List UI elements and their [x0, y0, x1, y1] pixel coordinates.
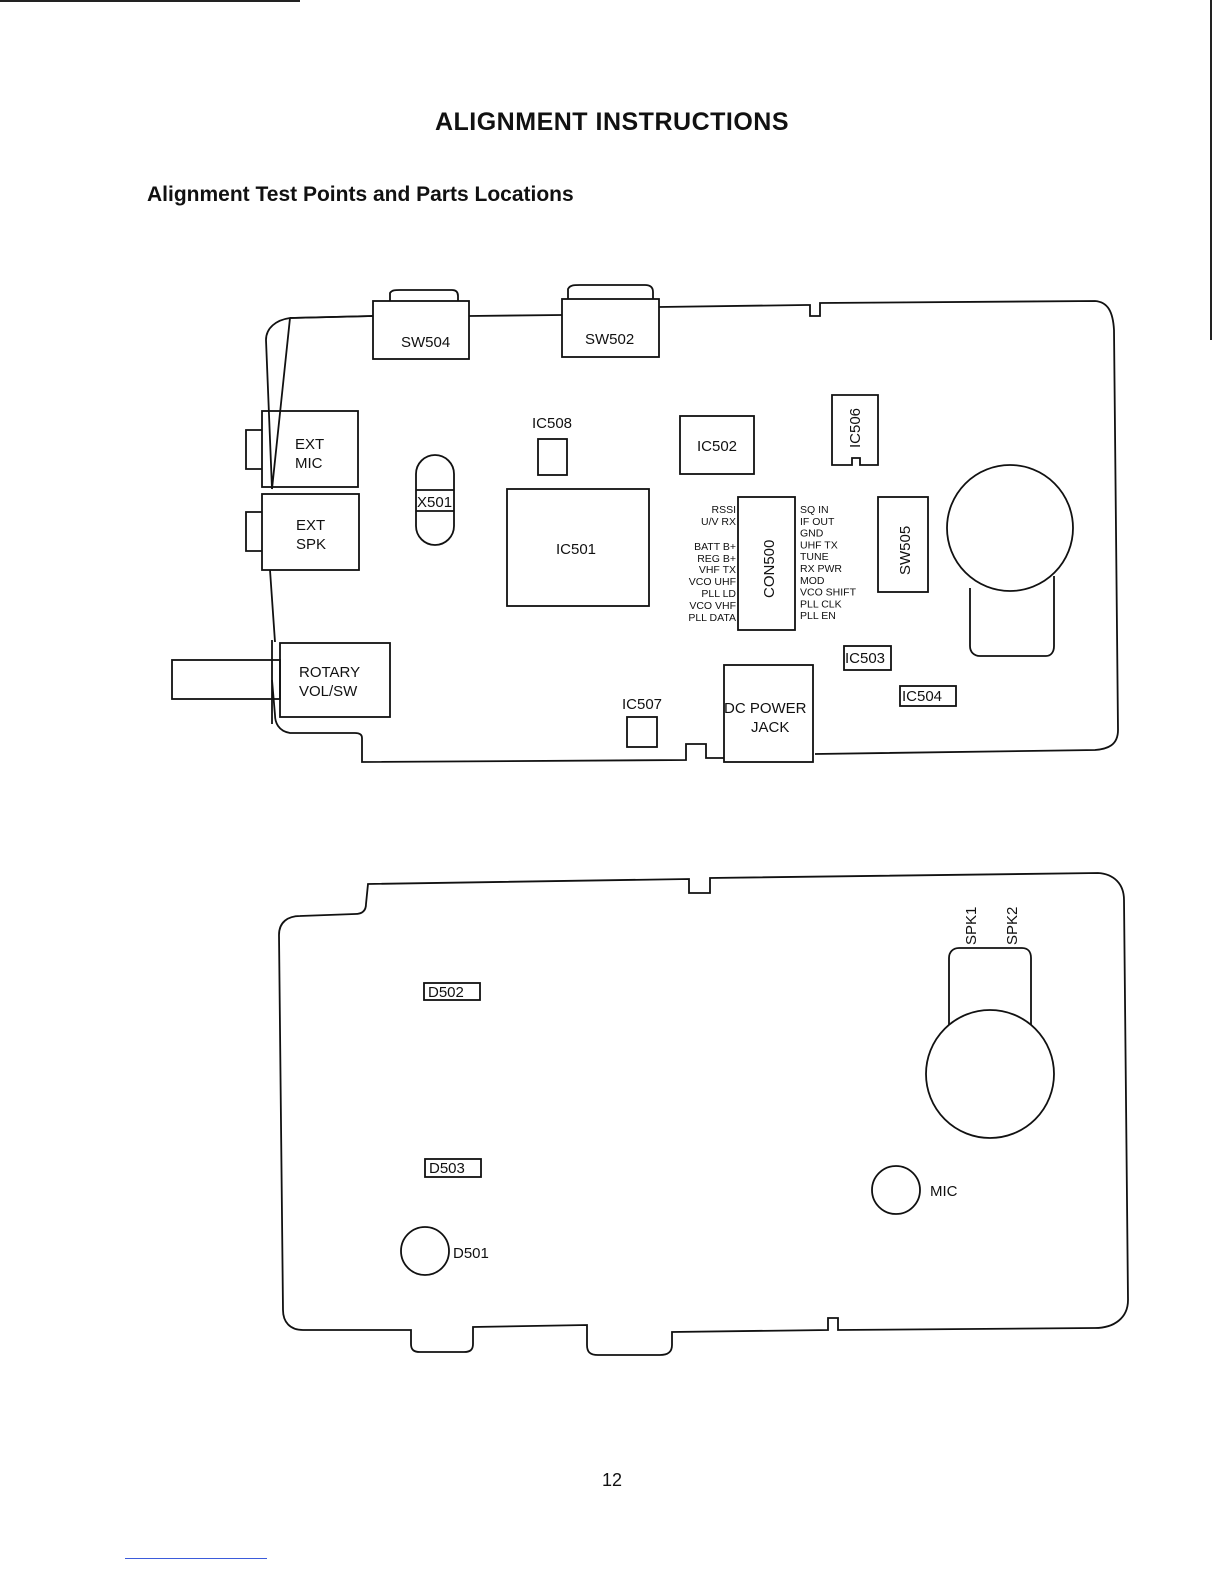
con500-right-pin-3: UHF TX [800, 539, 838, 551]
d501-label: D501 [453, 1245, 489, 1262]
con500-left-pin-5: VCO UHF [689, 576, 736, 588]
page-title: ALIGNMENT INSTRUCTIONS [434, 108, 790, 136]
ext-spk-label-2: SPK [296, 536, 326, 553]
con500-right-pin-8: PLL CLK [800, 598, 842, 610]
con500-right-pin-5: RX PWR [800, 563, 842, 575]
dc-power-label-2: JACK [751, 719, 789, 736]
d502-outline [423, 982, 481, 1001]
sw505-outline [877, 496, 929, 593]
bottom-board-outline [278, 872, 1129, 1356]
ic506-outline [831, 394, 879, 466]
sw505-label: SW505 [897, 526, 914, 575]
ext-mic-label-2: MIC [295, 455, 323, 472]
mic-label: MIC [930, 1183, 958, 1200]
ic501-outline [506, 488, 650, 607]
dc-power-outline [723, 664, 814, 763]
rotary-label-2: VOL/SW [299, 683, 358, 700]
con500-outline [737, 496, 796, 631]
ext-mic-outline [261, 410, 359, 488]
ic507-label: IC507 [622, 696, 662, 713]
ic507-outline [626, 716, 658, 748]
sw502-outline [561, 298, 660, 358]
con500-left-pin-1: U/V RX [701, 516, 736, 528]
bottom-speaker-circle [925, 1009, 1055, 1139]
sw504-label: SW504 [401, 334, 450, 351]
top-speaker-circle [946, 464, 1074, 592]
con500-left-pin-3: REG B+ [697, 553, 736, 565]
sw502-label: SW502 [585, 331, 634, 348]
con500-left-pin-8: PLL DATA [688, 612, 736, 624]
x501-label: X501 [417, 494, 452, 511]
dc-power-label-1: DC POWER [724, 700, 807, 717]
con500-right-pin-2: GND [800, 528, 824, 540]
con500-label: CON500 [761, 540, 778, 598]
con500-left-pin-0: RSSI [711, 504, 736, 516]
ic503-label: IC503 [845, 650, 885, 667]
con500-right-pin-6: MOD [800, 575, 825, 587]
con500-right-pin-9: PLL EN [800, 610, 836, 622]
spk1-label: SPK1 [963, 907, 980, 945]
rotary-shaft [171, 659, 281, 700]
ic506-label: IC506 [847, 408, 864, 448]
section-title: Alignment Test Points and Parts Location… [147, 183, 574, 206]
d502-label: D502 [428, 984, 464, 1001]
x501-outline [415, 454, 455, 546]
con500-right-pin-7: VCO SHIFT [800, 587, 857, 599]
ext-spk-label-1: EXT [296, 517, 325, 534]
ic504-label: IC504 [902, 688, 942, 705]
mic-circle [871, 1165, 921, 1215]
ext-spk-outline [261, 493, 360, 571]
sw504-outline [372, 300, 470, 360]
top-board-labels: SW504 SW502 EXT MIC EXT SPK X501 IC508 I… [295, 331, 942, 736]
con500-left-pin-6: PLL LD [701, 588, 736, 600]
con500-left-pin-7: VCO VHF [689, 600, 736, 612]
scan-bottom-rule [125, 1558, 267, 1559]
scan-right-edge [1210, 0, 1212, 340]
ic502-outline [679, 415, 755, 475]
ic503-outline [843, 645, 892, 671]
ext-mic-label-1: EXT [295, 436, 324, 453]
top-board [171, 284, 1119, 763]
ic502-label: IC502 [697, 438, 737, 455]
ic508-outline [537, 438, 568, 476]
con500-left-pin-2: BATT B+ [694, 541, 736, 553]
spk2-label: SPK2 [1004, 907, 1021, 945]
ic501-label: IC501 [556, 541, 596, 558]
bottom-board-labels: D502 D503 D501 MIC SPK1 SPK2 [428, 907, 1021, 1262]
d503-outline [424, 1158, 482, 1178]
ic504-outline [899, 685, 957, 707]
scan-top-rule [0, 0, 300, 2]
page-number: 12 [601, 1470, 623, 1490]
ic508-label: IC508 [532, 415, 572, 432]
bottom-board [278, 872, 1129, 1356]
con500-left-pin-4: VHF TX [699, 564, 736, 576]
d503-label: D503 [429, 1160, 465, 1177]
con500-right-pin-4: TUNE [800, 551, 829, 563]
con500-right-pin-1: IF OUT [800, 516, 835, 528]
rotary-label-1: ROTARY [299, 664, 360, 681]
d501-circle [400, 1226, 450, 1276]
top-board-outline [265, 300, 1119, 763]
con500-right-pin-0: SQ IN [800, 504, 829, 516]
